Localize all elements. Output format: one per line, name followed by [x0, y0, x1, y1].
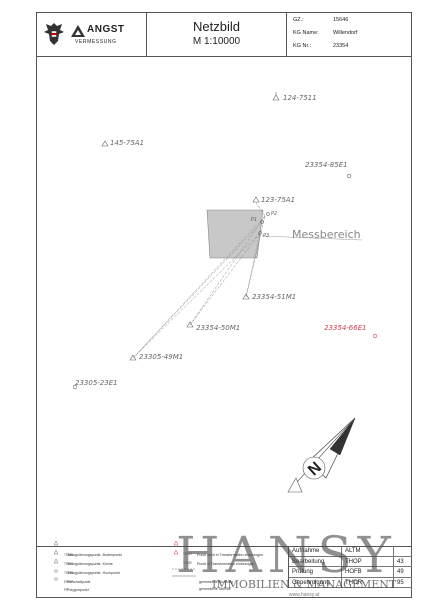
table-cell-code: THOP	[345, 558, 362, 565]
legend-red-triangle-icon-2	[173, 549, 179, 555]
label-station-p2: P2	[271, 211, 277, 217]
legend-item: Punkt in Transformation einbezogen	[197, 562, 255, 566]
brand-subtitle: VERMESSUNG	[75, 39, 117, 45]
triangle-point-51m1	[242, 293, 250, 300]
legend-red-triangle-icon	[173, 540, 179, 546]
legend: TDNR Triangulierungspunkt- Bodenpunkt TD…	[37, 546, 411, 598]
label-measure-area: Messbereich	[292, 228, 361, 241]
map-scale: M 1:10000	[192, 36, 241, 47]
meta-value: Willendorf	[333, 30, 358, 36]
legend-circle-icon-2	[54, 577, 58, 581]
legend-item: Punkt nicht in Transformation einbezogen	[197, 553, 264, 557]
label-point-49m1: 23305-49M1	[139, 353, 183, 361]
table-cell-label: Aufnahme	[292, 548, 320, 554]
triangle-point-145	[101, 140, 109, 147]
station-p1	[260, 220, 264, 224]
legend-item: Triangulierungspunkt- Bodenpunkt	[67, 553, 122, 557]
table-cell-number: 43	[397, 558, 404, 565]
table-cell-label: Bearbeitung	[292, 558, 325, 565]
observation-lines	[132, 200, 266, 359]
measure-callout-line	[261, 235, 363, 241]
triangle-point-50m1	[186, 321, 194, 328]
legend-code: EP/KP	[64, 580, 74, 584]
triangle-point-49m1	[129, 354, 137, 361]
label-point-23e1: 23305-23E1	[75, 379, 118, 387]
logo-area: ANGST VERMESSUNG	[37, 13, 147, 57]
legend-item: Triangulierungspunkt- Hochpunkt	[67, 571, 120, 575]
legend-item: gemessene Richtung	[199, 580, 233, 584]
header: ANGST VERMESSUNG Netzbild M 1:10000 GZ.:…	[37, 13, 411, 57]
meta-key: KG Nr.:	[293, 43, 312, 49]
table-row: Bearbeitung THOP 43	[289, 557, 412, 567]
angst-logo-icon	[71, 25, 85, 37]
label-point-85e1: 23354-85E1	[305, 161, 348, 169]
austrian-eagle-icon	[44, 23, 64, 45]
label-station-p1: P1	[251, 217, 257, 223]
station-p2	[266, 212, 270, 216]
label-station-p3: P3	[263, 233, 269, 239]
legend-triangle-icon-1	[53, 540, 59, 546]
triangle-point-124	[272, 94, 280, 101]
brand-name: ANGST	[87, 24, 125, 35]
meta-value: 15646	[333, 17, 349, 23]
meta-area: GZ.: 15646 KG Name: Willendorf KG Nr.: 2…	[287, 13, 411, 57]
legend-code: TDKR	[64, 562, 73, 566]
table-cell-code: ALTM	[345, 548, 361, 554]
plan-sheet: ANGST VERMESSUNG Netzbild M 1:10000 GZ.:…	[36, 12, 412, 598]
table-cell-number: 95	[397, 579, 404, 586]
measure-area	[206, 209, 264, 259]
page-title: Netzbild	[193, 19, 240, 34]
legend-item: Polygonpunkt	[67, 588, 89, 592]
label-point-145: 145-75A1	[110, 139, 144, 147]
label-point-124: 124-7511	[283, 94, 317, 102]
legend-triangle-icon-3	[53, 558, 59, 564]
legend-circle-icon-1	[54, 569, 58, 573]
legend-code: TDNR	[183, 561, 192, 565]
table-cell-label: Genehmigung	[292, 579, 330, 586]
legend-triangle-icon-2	[53, 549, 59, 555]
station-p3	[258, 231, 262, 235]
legend-code: TDNR	[183, 552, 192, 556]
table-row: Aufnahme ALTM	[289, 546, 412, 557]
circle-point-85e1	[346, 173, 352, 179]
table-cell-code: HOFB	[345, 569, 362, 575]
meta-key: GZ.:	[293, 17, 304, 23]
meta-key: KG Name:	[293, 30, 319, 36]
legend-item: Triangulierungspunkt- Kirche	[67, 562, 113, 566]
table-cell-code: THOR	[345, 579, 362, 586]
title-area: Netzbild M 1:10000	[147, 13, 287, 57]
legend-code: PP	[64, 588, 69, 592]
north-arrow: N	[287, 417, 356, 493]
label-point-50m1: 23354-50M1	[196, 324, 240, 332]
meta-value: 23354	[333, 43, 349, 49]
table-row: Prüfung HOFB 49	[289, 567, 412, 578]
table-row: Genehmigung THOR 95	[289, 578, 412, 588]
legend-code: TDNR	[64, 553, 73, 557]
table-cell-number: 49	[397, 569, 404, 575]
table-cell-label: Prüfung	[292, 569, 314, 575]
triangle-point-123	[252, 196, 260, 203]
legend-item: gemessene Strecke	[199, 587, 231, 591]
label-point-51m1: 23354-51M1	[252, 293, 296, 301]
label-point-123: 123-75A1	[261, 196, 295, 204]
circle-point-66e1	[372, 333, 378, 339]
circle-point-23e1	[72, 384, 78, 390]
legend-item: Einschaltpunkt	[67, 580, 91, 584]
approval-table: Aufnahme ALTM Bearbeitung THOP 43 Prüfun…	[288, 546, 412, 588]
legend-code: TDHR	[64, 571, 73, 575]
label-point-66e1: 23354-66E1	[324, 324, 367, 332]
